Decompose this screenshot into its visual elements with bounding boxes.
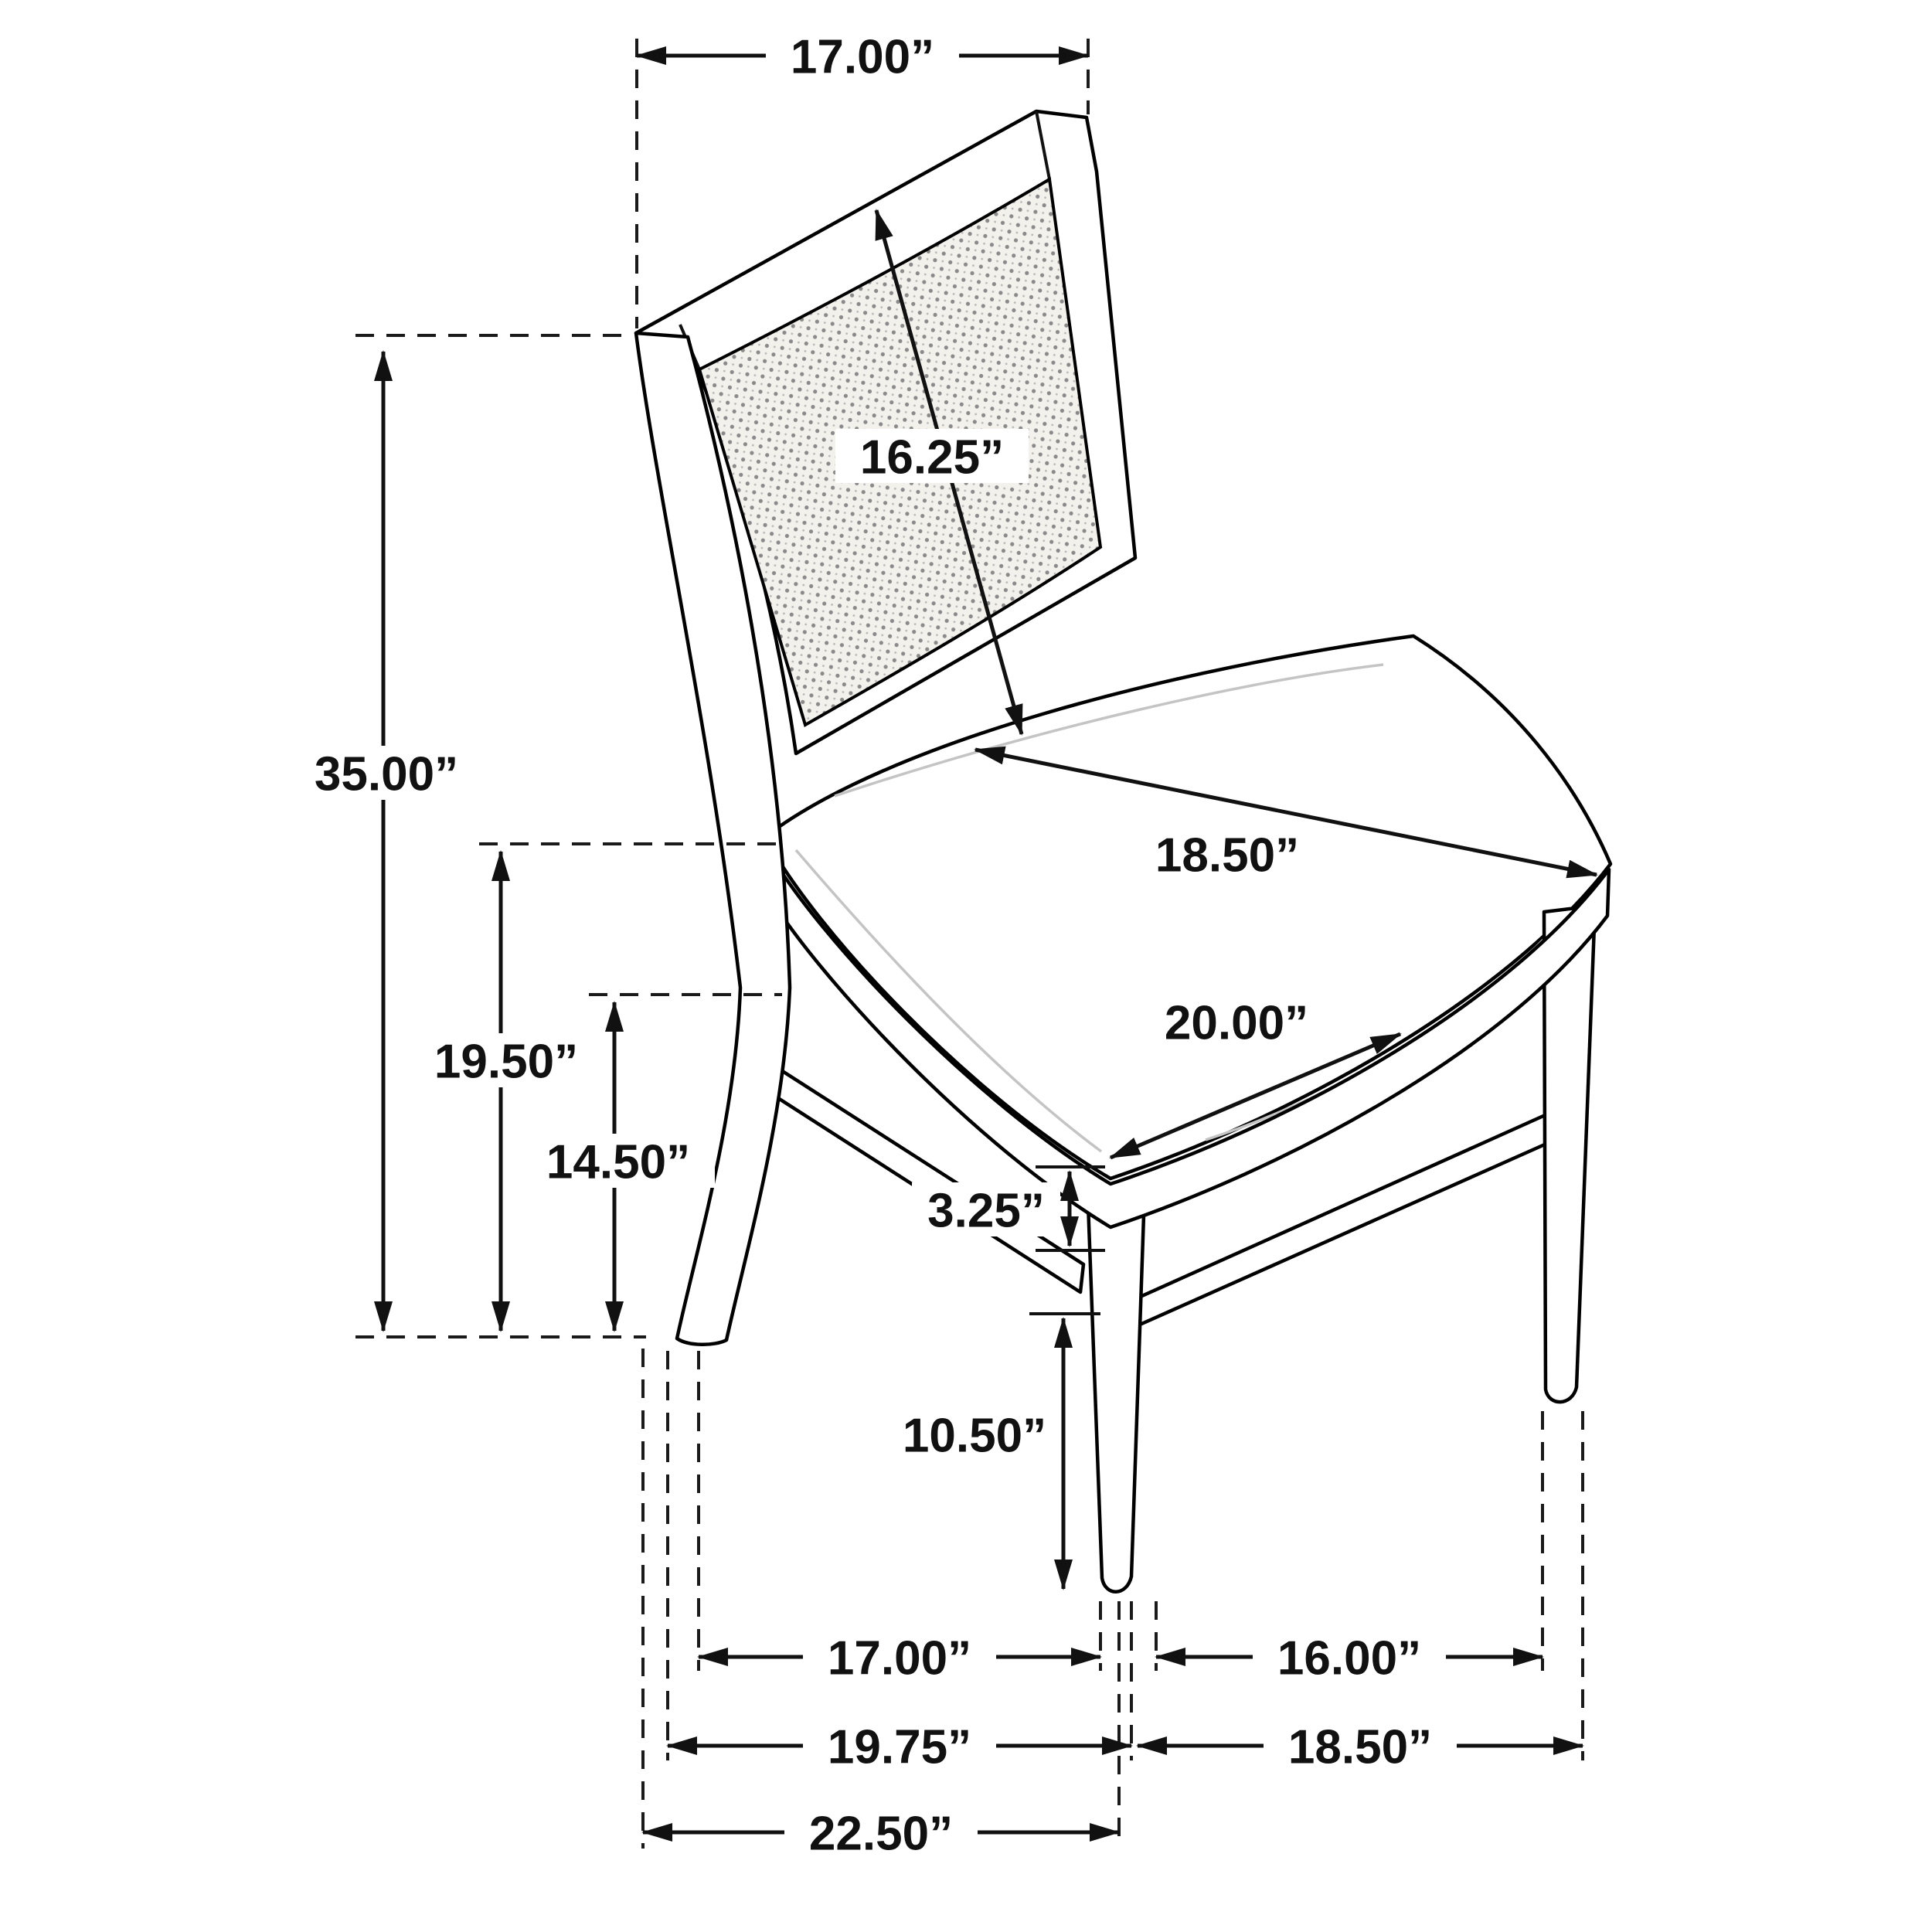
label-bg: [784, 1805, 978, 1859]
label-bg: [803, 1630, 996, 1684]
cushion-shading: [794, 849, 1103, 1153]
label-bg: [890, 1407, 1059, 1461]
back-frame-facet-line: [1035, 111, 1051, 180]
chair-illustration: [634, 109, 1613, 1594]
cushion-shading: [834, 663, 1384, 798]
label-bg: [1140, 995, 1333, 1049]
label-bg: [522, 1134, 715, 1188]
label-bg: [1131, 827, 1324, 881]
dim-label-back-height: 16.25”: [860, 431, 1004, 485]
front-leg: [1086, 1202, 1146, 1594]
dim-label-leg-height: 10.50”: [903, 1410, 1046, 1463]
dim-label-bottom-total-depth: 22.50”: [809, 1808, 953, 1861]
dim-label-seat-width: 20.00”: [1165, 997, 1308, 1050]
dim-line-seat-depth: [974, 746, 1598, 879]
dim-label-top-width: 17.00”: [791, 31, 934, 84]
label-bg: [1253, 1630, 1446, 1684]
dim-label-bottom-front-overall: 19.75”: [828, 1721, 971, 1774]
dim-label-bottom-side-overall: 18.50”: [1288, 1721, 1432, 1774]
label-bg: [912, 1182, 1060, 1236]
seat-cushion: [763, 634, 1613, 1181]
label-bg: [803, 1719, 996, 1773]
label-bg: [410, 1033, 603, 1087]
dim-label-apron-height: 14.50”: [546, 1136, 690, 1189]
dim-label-overall-height: 35.00”: [315, 748, 458, 801]
dim-label-bottom-side-span: 16.00”: [1277, 1632, 1421, 1685]
dim-line-seat-width: [1109, 1032, 1402, 1160]
label-bg: [835, 429, 1029, 483]
dim-label-bottom-front-span: 17.00”: [828, 1632, 971, 1685]
dim-label-seat-back-height: 19.50”: [434, 1036, 578, 1089]
seat-rail: [764, 846, 1611, 1230]
dimension-annotations: 17.00” 16.25” 35.00” 19.50” 14.50” 18.50…: [290, 29, 1598, 1861]
label-bg: [290, 746, 483, 800]
rear-left-stile-leg: [634, 331, 792, 1346]
dim-label-seat-depth: 18.50”: [1155, 829, 1299, 883]
right-leg: [1542, 903, 1597, 1404]
label-bg: [1264, 1719, 1457, 1773]
label-bg: [766, 29, 959, 83]
dim-label-stretcher-gap: 3.25”: [927, 1185, 1045, 1238]
